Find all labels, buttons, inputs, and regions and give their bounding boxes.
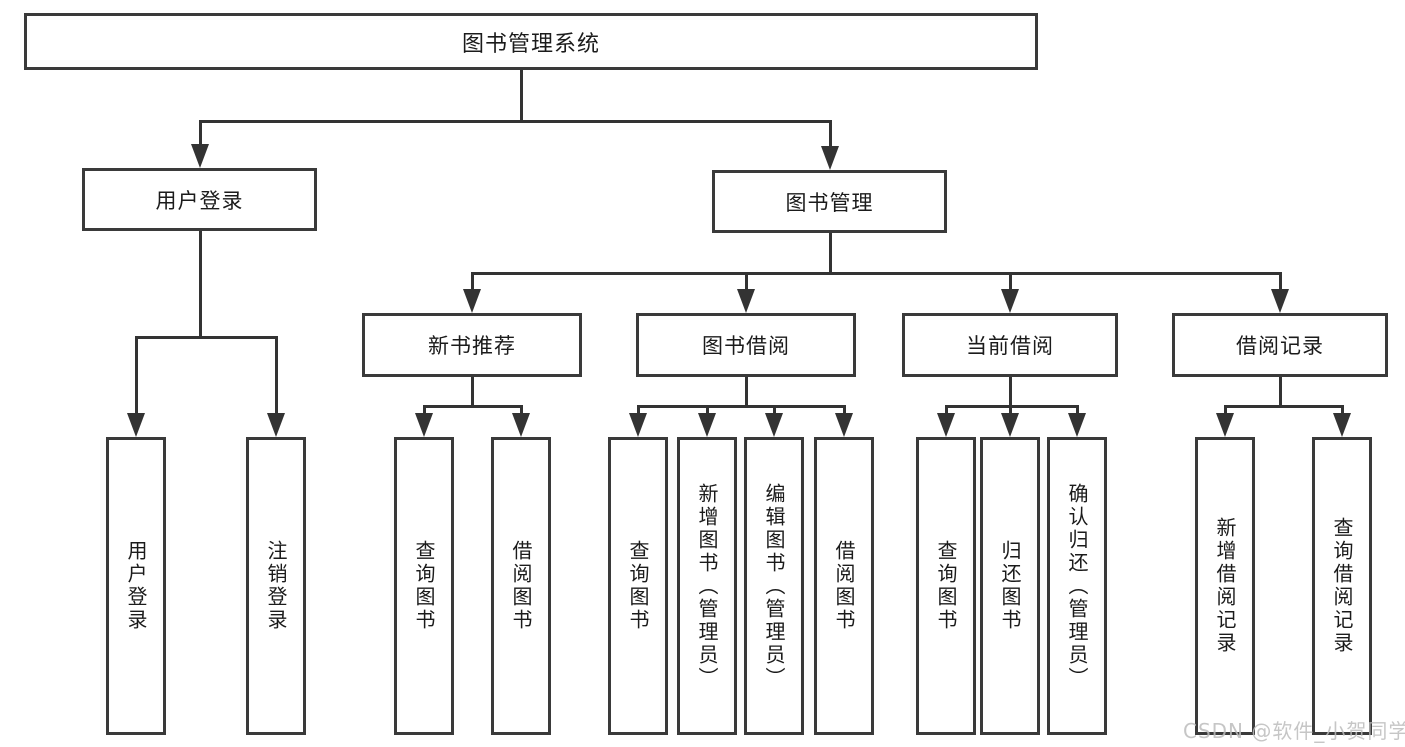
node-label: 借阅图书 [832, 540, 856, 632]
arrowhead-down [1001, 289, 1019, 313]
arrowhead-down [1271, 289, 1289, 313]
node-label: 当前借阅 [966, 334, 1054, 358]
connector-shaft [829, 120, 832, 146]
connector-trunk [1279, 377, 1282, 405]
arrowhead-down [267, 413, 285, 437]
arrowhead-down [821, 146, 839, 170]
connector-shaft [773, 405, 776, 413]
leaf-confirm-return-admin: 确认归还（管理员） [1047, 437, 1107, 735]
node-book-borrow: 图书借阅 [636, 313, 856, 377]
connector-shaft [706, 405, 709, 413]
leaf-query-books-current: 查询图书 [916, 437, 976, 735]
arrowhead-down [737, 289, 755, 313]
connector-trunk [1009, 377, 1012, 405]
leaf-logout: 注销登录 [246, 437, 306, 735]
connector-trunk [745, 377, 748, 405]
leaf-edit-book-admin: 编辑图书（管理员） [744, 437, 804, 735]
arrowhead-down [765, 413, 783, 437]
arrowhead-down [463, 289, 481, 313]
node-label: 归还图书 [998, 540, 1022, 632]
connector-shaft [135, 336, 138, 413]
csdn-watermark: CSDN @软件_小贺同学 [1183, 719, 1405, 743]
connector-shaft [1009, 405, 1012, 413]
node-label: 用户登录 [155, 188, 244, 213]
node-label: 图书管理 [785, 190, 874, 215]
node-label: 查询图书 [934, 540, 958, 632]
arrowhead-down [698, 413, 716, 437]
connector-shaft [1009, 272, 1012, 289]
node-label: 用户登录 [124, 540, 148, 632]
connector-bar [945, 405, 1079, 408]
connector-shaft [520, 405, 523, 413]
leaf-add-book-admin: 新增图书（管理员） [677, 437, 737, 735]
leaf-user-login: 用户登录 [106, 437, 166, 735]
leaf-query-books-borrow: 查询图书 [608, 437, 668, 735]
node-label: 查询图书 [412, 540, 436, 632]
connector-trunk [199, 231, 202, 336]
node-label: 新增图书（管理员） [695, 482, 719, 690]
connector-shaft [745, 272, 748, 289]
arrowhead-down [127, 413, 145, 437]
arrowhead-down [629, 413, 647, 437]
connector-bar [1224, 405, 1344, 408]
node-label: 编辑图书（管理员） [762, 482, 786, 690]
arrowhead-down [415, 413, 433, 437]
node-label: 注销登录 [264, 540, 288, 632]
node-current-borrow: 当前借阅 [902, 313, 1118, 377]
node-borrow-records: 借阅记录 [1172, 313, 1388, 377]
leaf-return-book: 归还图书 [980, 437, 1040, 735]
node-label: 查询图书 [626, 540, 650, 632]
node-label: 新增借阅记录 [1213, 517, 1237, 655]
connector-trunk [829, 233, 832, 272]
arrowhead-down [1068, 413, 1086, 437]
arrowhead-down [835, 413, 853, 437]
node-library-system: 图书管理系统 [24, 13, 1038, 70]
connector-shaft [843, 405, 846, 413]
arrowhead-down [937, 413, 955, 437]
connector-shaft [1279, 272, 1282, 289]
arrowhead-down [1333, 413, 1351, 437]
leaf-add-borrow-record: 新增借阅记录 [1195, 437, 1255, 735]
connector-bar [637, 405, 846, 408]
connector-shaft [945, 405, 948, 413]
node-label: 新书推荐 [428, 334, 516, 358]
connector-shaft [637, 405, 640, 413]
node-label: 查询借阅记录 [1330, 517, 1354, 655]
node-book-management: 图书管理 [712, 170, 947, 233]
node-new-book-recommend: 新书推荐 [362, 313, 582, 377]
connector-shaft [199, 120, 202, 144]
connector-bar [136, 336, 278, 339]
leaf-query-borrow-record: 查询借阅记录 [1312, 437, 1372, 735]
arrowhead-down [1001, 413, 1019, 437]
connector-shaft [423, 405, 426, 413]
arrowhead-down [191, 144, 209, 168]
connector-bar [471, 272, 1282, 275]
connector-shaft [471, 272, 474, 289]
connector-trunk [471, 377, 474, 405]
node-label: 图书管理系统 [461, 31, 600, 57]
connector-shaft [275, 336, 278, 413]
connector-root-trunk [520, 70, 523, 121]
arrowhead-down [1216, 413, 1234, 437]
node-label: 借阅图书 [509, 540, 533, 632]
connector-root-bar [199, 120, 832, 123]
node-user-login: 用户登录 [82, 168, 317, 231]
node-label: 图书借阅 [702, 334, 790, 358]
leaf-query-books-recommend: 查询图书 [394, 437, 454, 735]
node-label: 确认归还（管理员） [1065, 482, 1089, 690]
connector-bar [423, 405, 523, 408]
leaf-borrow-books: 借阅图书 [814, 437, 874, 735]
connector-shaft [1341, 405, 1344, 413]
connector-shaft [1076, 405, 1079, 413]
arrowhead-down [512, 413, 530, 437]
leaf-borrow-books-recommend: 借阅图书 [491, 437, 551, 735]
connector-shaft [1224, 405, 1227, 413]
node-label: 借阅记录 [1236, 334, 1324, 358]
